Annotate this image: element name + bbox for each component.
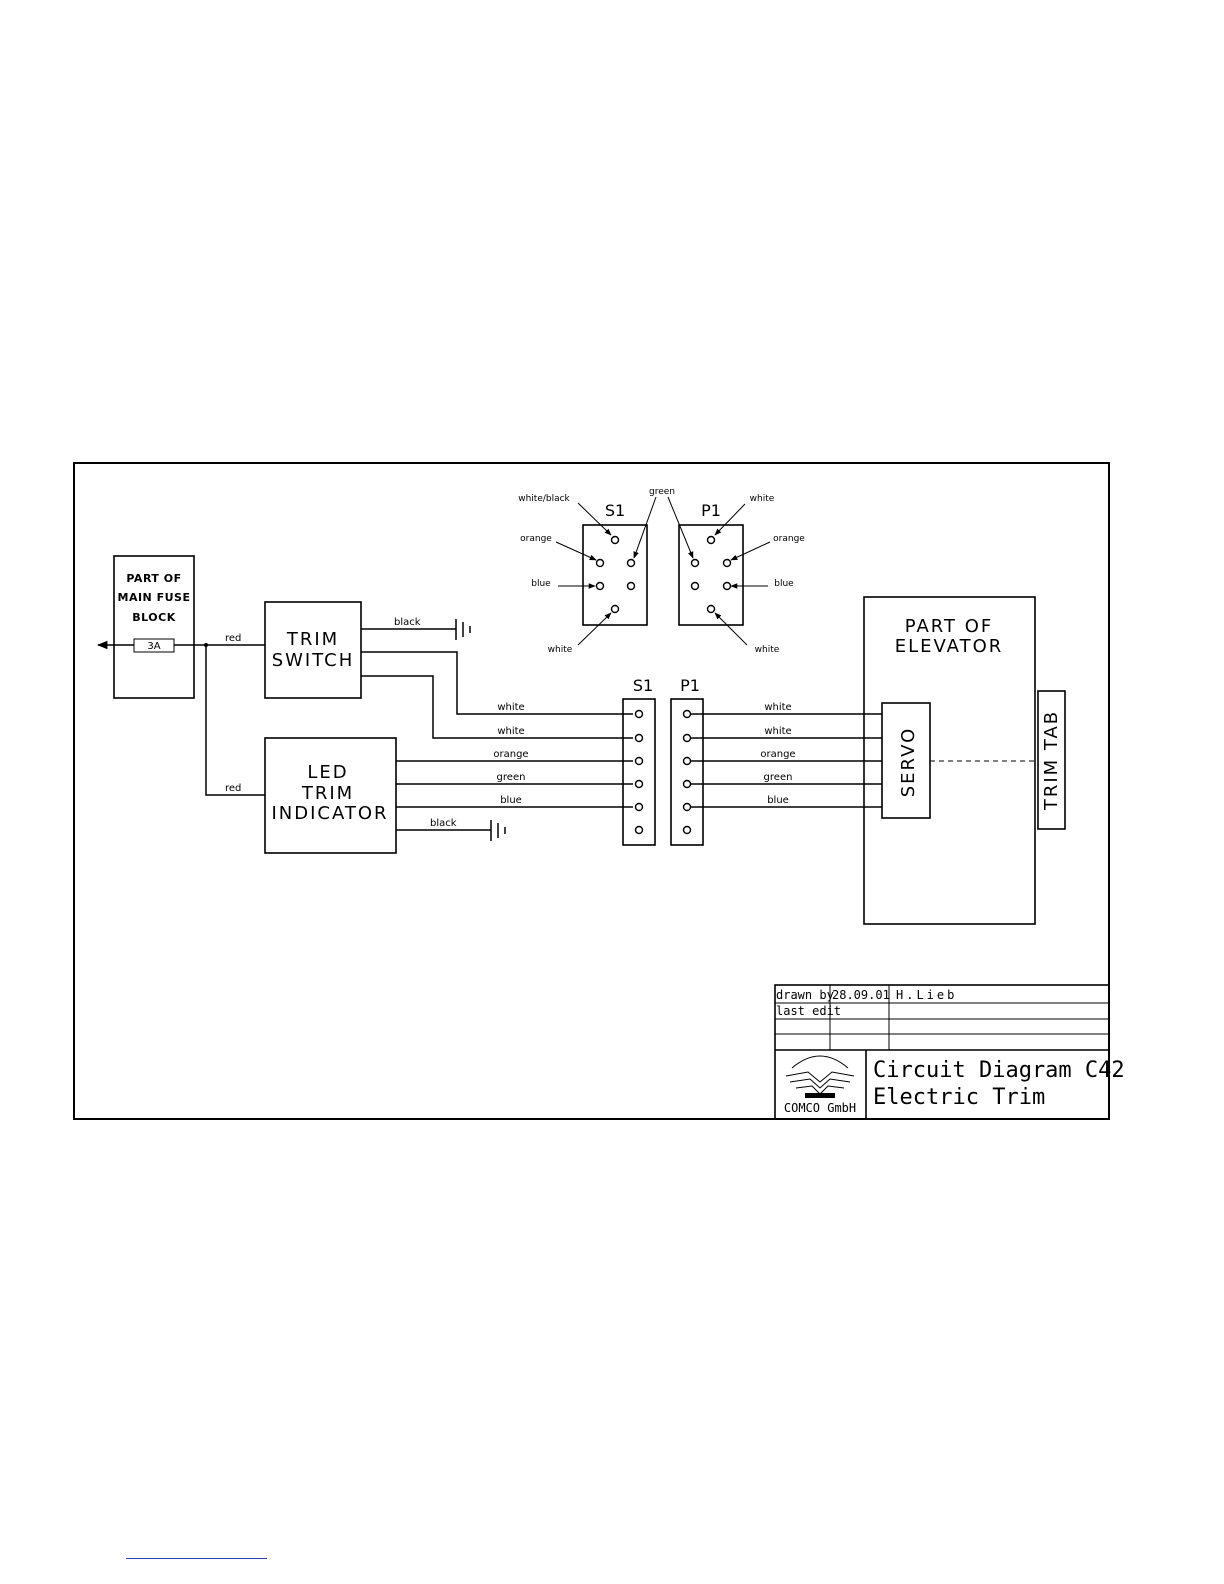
leader-orange-s1 xyxy=(555,541,597,561)
servo: SERVO xyxy=(881,702,931,819)
ground-symbol-switch xyxy=(455,619,471,640)
wire-label-red-2: red xyxy=(225,783,241,794)
trim-switch: TRIM SWITCH xyxy=(264,601,362,699)
fuse-block-label-2: MAIN FUSE xyxy=(118,591,191,604)
leader-white-p1 xyxy=(714,503,746,536)
pinout-label-white-black: white/black xyxy=(518,494,570,504)
trim-tab: TRIM TAB xyxy=(1037,690,1066,830)
pinout-label-orange-p1: orange xyxy=(773,534,805,544)
title-block: drawn by 28.09.01 H.Lieb last edit Circu… xyxy=(774,984,1125,1120)
connector-p1 xyxy=(670,698,704,846)
wire-label-left-3: orange xyxy=(493,749,528,760)
comco-logo: COMCO GmbH xyxy=(784,1055,856,1115)
elevator-part: PART OF ELEVATOR xyxy=(863,596,1036,925)
drawn-date: 28.09.01 xyxy=(832,988,890,1002)
leader-white-black xyxy=(577,502,612,536)
trim-tab-label: TRIM TAB xyxy=(1041,710,1062,811)
pinout-label-green: green xyxy=(649,487,675,497)
led-label-3: INDICATOR xyxy=(271,803,388,824)
elevator-label-1: PART OF xyxy=(905,616,993,637)
drawing-title-2: Electric Trim xyxy=(873,1085,1045,1110)
elevator-label-2: ELEVATOR xyxy=(895,636,1004,657)
wire-white-2 xyxy=(361,675,633,739)
leader-green-s1 xyxy=(633,496,657,559)
wire-label-right-1: white xyxy=(764,702,791,713)
pinout-label-blue-s1: blue xyxy=(531,579,551,589)
trim-switch-label-1: TRIM xyxy=(286,629,339,650)
last-edit-label: last edit xyxy=(776,1004,841,1018)
wire-label-black-led: black xyxy=(430,818,457,829)
leader-orange-p1 xyxy=(730,541,771,561)
pinout-p1-label: P1 xyxy=(701,501,721,520)
ground-symbol-led xyxy=(490,820,506,841)
pinout-label-white-bottom-p1: white xyxy=(755,645,780,655)
led-trim-indicator: LED TRIM INDICATOR xyxy=(264,737,397,854)
leader-white-s1 xyxy=(577,612,612,646)
wire-white-1 xyxy=(361,651,633,715)
pinout-label-white-s1: white xyxy=(548,645,573,655)
drawn-name: H.Lieb xyxy=(896,988,957,1002)
wire-label-red-1: red xyxy=(225,633,241,644)
company-name: COMCO GmbH xyxy=(784,1101,856,1115)
pinout-label-blue-p1: blue xyxy=(774,579,794,589)
drawing-frame xyxy=(73,462,1110,1120)
main-fuse-block: PART OF MAIN FUSE BLOCK 3A xyxy=(113,555,195,699)
drawing-title-1: Circuit Diagram C42 xyxy=(873,1058,1125,1083)
drawn-by-label: drawn by xyxy=(776,988,834,1002)
wire-label-right-2: white xyxy=(764,726,791,737)
pinout-s1 xyxy=(582,524,648,626)
leader-green-p1 xyxy=(667,496,694,559)
trim-switch-label-2: SWITCH xyxy=(272,650,355,671)
connector-p1-label: P1 xyxy=(680,676,700,695)
wire-label-left-4: green xyxy=(497,772,526,783)
servo-label: SERVO xyxy=(898,727,919,798)
pinout-p1 xyxy=(678,524,744,626)
wire-red-led xyxy=(205,645,265,796)
fuse-rating: 3A xyxy=(147,641,160,652)
wire-label-black-switch: black xyxy=(394,617,421,628)
fuse-block-label-1: PART OF xyxy=(126,572,181,585)
connector-s1-label: S1 xyxy=(633,676,653,695)
wire-label-left-5: blue xyxy=(500,795,522,806)
connector-s1 xyxy=(622,698,656,846)
led-label-2: TRIM xyxy=(301,783,354,804)
wire-label-right-4: green xyxy=(764,772,793,783)
wire-label-right-5: blue xyxy=(767,795,789,806)
pinout-label-white-p1: white xyxy=(750,494,775,504)
wire-label-left-1: white xyxy=(497,702,524,713)
fuse-block-label-3: BLOCK xyxy=(132,611,175,624)
pinout-s1-label: S1 xyxy=(605,501,625,520)
wire-label-left-2: white xyxy=(497,726,524,737)
led-label-1: LED xyxy=(307,762,348,783)
leader-white-bottom-p1 xyxy=(714,612,748,646)
pinout-label-orange-s1: orange xyxy=(520,534,552,544)
wire-label-right-3: orange xyxy=(760,749,795,760)
footer-rule xyxy=(126,1558,267,1559)
